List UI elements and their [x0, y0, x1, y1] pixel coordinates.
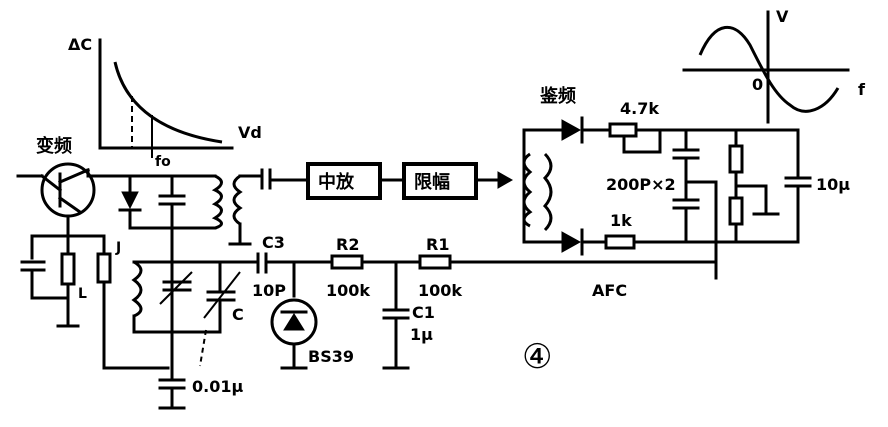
c1-value: 1μ	[410, 325, 433, 344]
r1-value: 100k	[418, 281, 462, 300]
resistor-4k7	[608, 122, 638, 138]
graph-right-y-label: V	[776, 7, 789, 26]
trimmer-arrow	[159, 271, 193, 305]
ganged-dashed-link	[199, 329, 207, 367]
graph-right-origin-label: 0	[752, 75, 763, 94]
discriminator: 鉴频 4.7k 1k 200P×2	[522, 85, 850, 280]
output-resistor-bottom	[728, 196, 744, 226]
graph-right-x-label: f	[858, 80, 866, 99]
transistor-emitter	[57, 195, 83, 215]
transistor-base-lead	[39, 173, 63, 193]
discriminator-label: 鉴频	[539, 85, 576, 107]
mixer-label: 变频	[36, 135, 72, 157]
output-cap-label: 10μ	[816, 175, 850, 194]
arrow-icon	[497, 171, 514, 189]
resistor-r1	[418, 254, 452, 270]
r2-value: 100k	[326, 281, 370, 300]
varactor-label: BS39	[308, 347, 354, 366]
c3-value: 10P	[252, 281, 286, 300]
resistor-1k	[604, 234, 636, 250]
emitter-resistor	[60, 252, 76, 286]
if-amp-label: 中放	[318, 171, 355, 193]
discriminator-coil-secondary	[542, 152, 553, 232]
mixer-tank	[118, 174, 264, 264]
graph-left-x-label: Vd	[238, 123, 262, 142]
if-transformer-secondary	[232, 174, 243, 226]
varactor-diode-icon	[283, 313, 305, 331]
if-chain: 中放 限幅	[260, 162, 514, 200]
figure-number-text: ④	[522, 337, 552, 377]
split-caps-label: 200P×2	[606, 175, 676, 194]
resistor-4k7-label: 4.7k	[620, 99, 659, 118]
resistor-1k-label: 1k	[610, 211, 632, 230]
c3-label: C3	[262, 233, 285, 252]
if-transformer-primary	[211, 174, 223, 230]
graph-left-y-label: ΔC	[68, 35, 92, 54]
output-resistor-top	[728, 144, 744, 174]
tank-diode-icon	[121, 191, 139, 210]
variable-cap-label: C	[232, 305, 244, 324]
figure-number: ④	[522, 337, 552, 377]
bypass-cap-label: 0.01μ	[192, 377, 243, 396]
graph-left-marker-label: fo	[155, 154, 171, 170]
variable-cap-arrow	[203, 271, 241, 319]
coupling-resistor	[96, 252, 112, 284]
capacitance-curve	[113, 61, 223, 144]
if-amp-block	[306, 162, 382, 200]
diode-top-icon	[561, 119, 582, 141]
diode-bottom-icon	[561, 231, 582, 253]
resistor-r2	[330, 254, 364, 270]
transistor-collector	[58, 168, 90, 184]
r2-label: R2	[336, 235, 359, 254]
limiter-label: 限幅	[414, 171, 450, 193]
s-curve	[698, 26, 840, 113]
c1-label: C1	[412, 303, 435, 322]
limiter-block	[402, 162, 478, 200]
r1-label: R1	[426, 235, 449, 254]
graph-discriminator-s-curve: V f 0	[682, 7, 866, 124]
afc-network: 0.01μ C C3 10P BS39 R2 100k C1	[131, 233, 718, 410]
oscillator-coil	[131, 260, 143, 318]
coil-label: J	[115, 240, 121, 256]
graph-capacitance-vs-voltage: ΔC Vd fo	[68, 35, 262, 170]
afc-label: AFC	[592, 281, 627, 300]
emitter-label: L	[78, 286, 87, 302]
mixer-stage: 变频 L J	[16, 135, 217, 370]
